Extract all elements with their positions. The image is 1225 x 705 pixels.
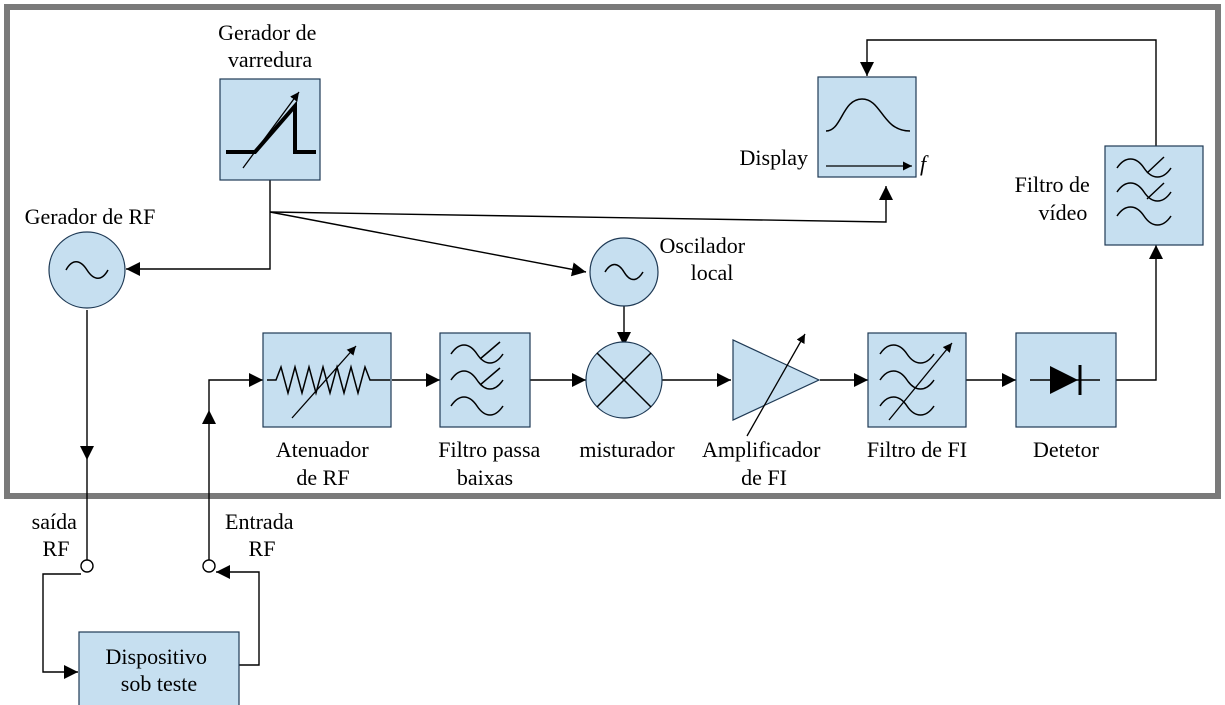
lowpass-filter-label: Filtro passa baixas (438, 437, 546, 490)
connections (42, 39, 1163, 679)
detector-label: Detetor (1033, 437, 1100, 462)
variable-arrow-icon (888, 342, 953, 421)
rf-input-label: Entrada RF (225, 509, 299, 561)
device-under-test-block (78, 631, 240, 705)
sweep-generator-block (219, 78, 321, 181)
video-filter-block (1104, 145, 1204, 246)
rf-attenuator-block (262, 332, 392, 428)
filter-waves-icon (450, 341, 504, 416)
filter-waves-icon (879, 344, 935, 416)
filter-waves-icon (1116, 156, 1172, 226)
display-block (817, 76, 917, 178)
dut-label: Dispositivo sob teste (106, 644, 213, 696)
mixer (585, 341, 663, 419)
instrument-frame (4, 4, 1221, 499)
sweep-generator-label: Gerador de varredura (218, 20, 322, 72)
rf-generator (48, 231, 126, 309)
rf-output-port[interactable] (80, 559, 94, 573)
spectrum-trace-icon (825, 98, 911, 132)
video-filter-label: Filtro de vídeo (1015, 172, 1096, 225)
diode-icon (1030, 365, 1100, 395)
frequency-symbol: f (920, 151, 929, 176)
rf-output-label: saída RF (32, 509, 83, 561)
display-label: Display (740, 145, 808, 170)
local-oscillator-label: Oscilador local (659, 233, 750, 285)
if-amplifier (732, 333, 821, 437)
variable-arrow-icon (746, 333, 806, 437)
sine-wave-icon (604, 263, 644, 281)
if-filter-block (867, 332, 967, 428)
resistor-icon (267, 364, 390, 396)
rf-input-port[interactable] (202, 559, 216, 573)
lowpass-filter-block (439, 332, 531, 428)
if-filter-label: Filtro de FI (867, 437, 967, 462)
sine-wave-icon (65, 261, 109, 279)
detector-block (1015, 332, 1117, 428)
sawtooth-icon (226, 100, 316, 154)
variable-arrow-icon (291, 345, 357, 419)
variable-arrow-icon (242, 91, 300, 169)
attenuator-label: Atenuador de RF (276, 437, 374, 490)
rf-generator-label: Gerador de RF (25, 204, 156, 229)
local-oscillator (589, 237, 659, 307)
mixer-label: misturador (579, 437, 675, 462)
if-amplifier-label: Amplificador de FI (702, 437, 826, 490)
